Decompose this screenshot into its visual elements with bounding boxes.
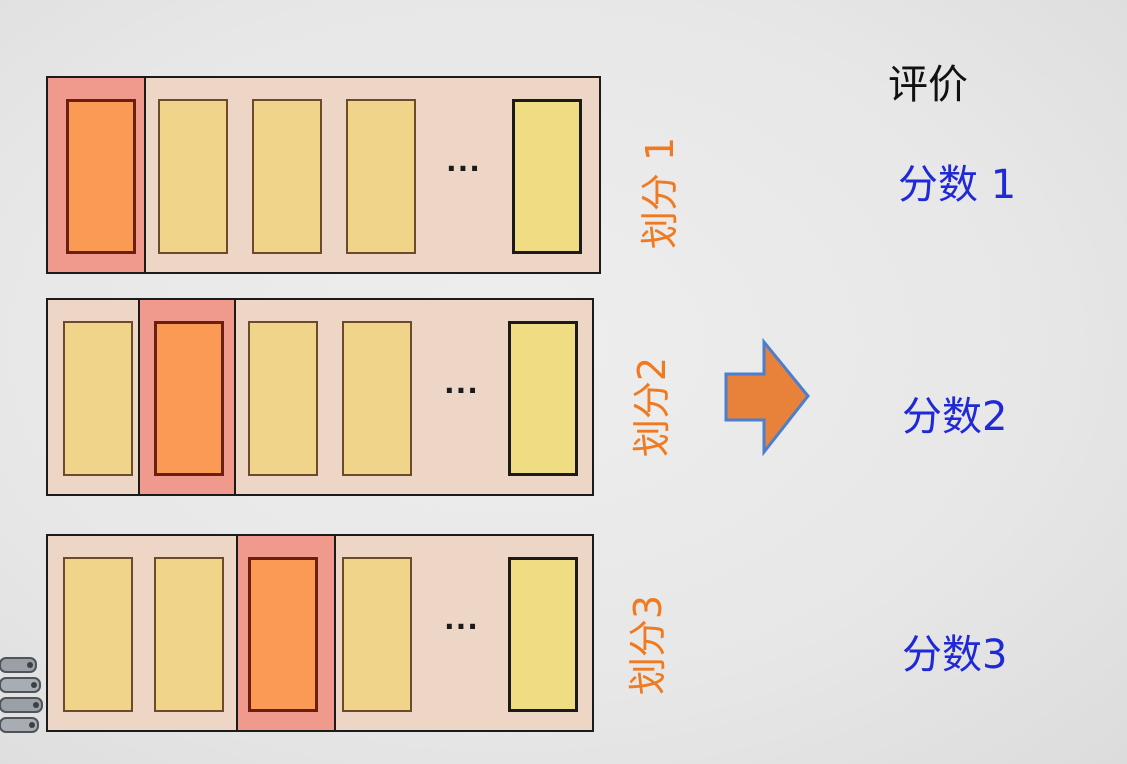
split-1-row: ... <box>46 76 601 274</box>
split-2-fold-4 <box>342 321 412 476</box>
split-2-label: 划分2 <box>630 356 674 458</box>
split-2-fold-1 <box>63 321 133 476</box>
score-3: 分数3 <box>902 632 1008 678</box>
robot-hand-icon <box>0 657 43 733</box>
split-2-fold-last <box>508 321 578 476</box>
split-1-fold-3 <box>252 99 322 254</box>
split-3-fold-3-test <box>248 557 318 712</box>
split-3-fold-4 <box>342 557 412 712</box>
split-1-ellipsis: ... <box>446 145 481 178</box>
score-1: 分数 1 <box>898 162 1017 208</box>
split-3-fold-1 <box>63 557 133 712</box>
split-1-fold-2 <box>158 99 228 254</box>
split-2-ellipsis: ... <box>444 367 479 400</box>
score-2: 分数2 <box>902 394 1008 440</box>
split-3-row: ... <box>46 534 594 732</box>
split-2-fold-3 <box>248 321 318 476</box>
right-arrow-icon <box>724 338 810 457</box>
split-2-fold-2-test <box>154 321 224 476</box>
split-1-label: 划分 1 <box>638 136 682 250</box>
split-3-fold-last <box>508 557 578 712</box>
split-1-fold-last <box>512 99 582 254</box>
split-3-label: 划分3 <box>626 594 670 696</box>
split-1-fold-4 <box>346 99 416 254</box>
split-2-row: ... <box>46 298 594 496</box>
split-3-fold-2 <box>154 557 224 712</box>
split-3-ellipsis: ... <box>444 603 479 636</box>
evaluation-header: 评价 <box>888 62 968 108</box>
split-1-fold-1-test <box>66 99 136 254</box>
